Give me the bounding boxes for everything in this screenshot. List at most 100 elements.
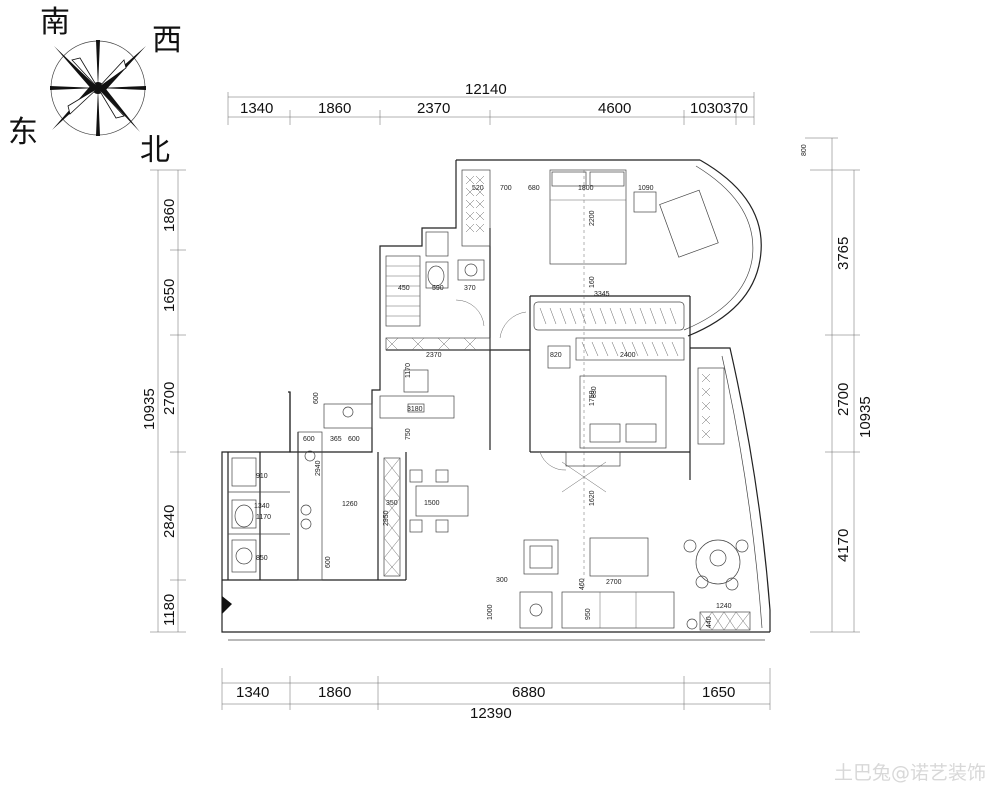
ceiling-lines bbox=[561, 170, 621, 590]
master-bed bbox=[549, 169, 627, 265]
cabinet-dining bbox=[383, 457, 401, 577]
label-820: 820 bbox=[550, 352, 562, 359]
second-bed bbox=[579, 375, 667, 449]
label-1170: 1170 bbox=[405, 363, 412, 378]
label-1240: 1240 bbox=[716, 603, 732, 610]
bottom-dim-3: 6880 bbox=[512, 684, 545, 701]
label-590: 590 bbox=[432, 285, 444, 292]
bar-counter-label: 3180 bbox=[407, 406, 423, 413]
label-1000: 1000 bbox=[487, 604, 494, 620]
bottom-dim-4: 1650 bbox=[702, 684, 735, 701]
round-tea-table bbox=[683, 539, 749, 630]
label-1340: 1340 bbox=[254, 503, 270, 510]
label-440: 440 bbox=[706, 616, 713, 628]
label-1260: 1260 bbox=[342, 501, 358, 508]
label-2700: 2700 bbox=[606, 579, 622, 586]
wardrobe-right-balcony bbox=[697, 367, 725, 445]
cabinet-bottom-right bbox=[699, 611, 751, 631]
right-dim-top: 800 bbox=[801, 144, 808, 156]
compass-west-label: 西 bbox=[152, 23, 182, 58]
top-dim-2: 1860 bbox=[318, 100, 351, 117]
cabinet-upper-row bbox=[385, 337, 491, 351]
label-160: 160 bbox=[589, 276, 596, 288]
label-700: 700 bbox=[500, 185, 512, 192]
compass-south-label: 南 bbox=[40, 5, 70, 40]
right-dim-3: 4170 bbox=[835, 529, 852, 562]
right-dim-1: 3765 bbox=[835, 237, 852, 270]
door-swings bbox=[455, 299, 567, 471]
bottom-dimension-lines bbox=[221, 668, 771, 710]
label-3345: 3345 bbox=[594, 291, 610, 298]
top-dim-5: 1030 bbox=[690, 100, 723, 117]
bottom-dim-1: 1340 bbox=[236, 684, 269, 701]
label-950: 950 bbox=[585, 608, 592, 620]
stairs bbox=[385, 255, 421, 327]
compass-rose bbox=[50, 40, 146, 136]
right-dim-2: 2700 bbox=[835, 383, 852, 416]
left-dim-1: 1860 bbox=[161, 199, 178, 232]
left-dim-2: 1650 bbox=[161, 279, 178, 312]
top-dimension-lines bbox=[227, 92, 755, 125]
sofa bbox=[561, 591, 675, 629]
left-dim-5: 1180 bbox=[161, 594, 178, 626]
bath-fixtures bbox=[231, 231, 485, 573]
dining-table bbox=[409, 469, 469, 533]
interior-dimension-labels: 700 680 1800 1090 520 2200 160 3345 590 … bbox=[254, 185, 732, 628]
bottom-total-dim: 12390 bbox=[470, 705, 512, 722]
label-600c: 600 bbox=[313, 392, 320, 404]
wardrobe-second-bedroom bbox=[575, 337, 685, 361]
label-1620: 1620 bbox=[589, 490, 596, 506]
wardrobe-middle bbox=[533, 301, 685, 331]
bottom-dim-2: 1860 bbox=[318, 684, 351, 701]
label-1170b: 1170 bbox=[256, 514, 271, 521]
left-total-dim: 10935 bbox=[141, 388, 158, 430]
label-850: 850 bbox=[256, 555, 268, 562]
label-1800: 1800 bbox=[578, 185, 594, 192]
label-2940: 2940 bbox=[315, 460, 322, 476]
label-450: 450 bbox=[398, 285, 410, 292]
top-dim-1: 1340 bbox=[240, 100, 273, 117]
label-300: 300 bbox=[496, 577, 508, 584]
label-365: 365 bbox=[330, 436, 342, 443]
label-600b: 600 bbox=[348, 436, 360, 443]
label-1750: 1750 bbox=[589, 390, 596, 406]
label-370: 370 bbox=[464, 285, 476, 292]
right-total-dim: 10935 bbox=[857, 396, 874, 438]
left-dim-3: 2700 bbox=[161, 382, 178, 415]
label-2200: 2200 bbox=[589, 210, 596, 226]
label-520: 520 bbox=[472, 185, 484, 192]
top-dim-3: 2370 bbox=[417, 100, 450, 117]
coffee-table bbox=[589, 537, 649, 577]
left-dim-4: 2840 bbox=[161, 505, 178, 538]
left-dimension-lines bbox=[150, 169, 186, 633]
desk-small bbox=[403, 191, 657, 393]
label-600d: 600 bbox=[325, 556, 332, 568]
kitchen-fixtures bbox=[297, 395, 455, 581]
entrance-marker bbox=[222, 596, 232, 614]
label-2400: 2400 bbox=[620, 352, 636, 359]
label-350: 350 bbox=[386, 500, 398, 507]
top-total-dim: 12140 bbox=[465, 81, 507, 98]
wardrobe-top-left bbox=[461, 169, 491, 247]
watermark: 土巴兔@诺艺装饰 bbox=[833, 762, 986, 784]
label-2950: 2950 bbox=[383, 510, 390, 526]
exterior-walls bbox=[221, 159, 771, 641]
label-830: 830 bbox=[591, 386, 598, 398]
top-dim-6: 370 bbox=[723, 100, 748, 117]
label-1090: 1090 bbox=[638, 185, 654, 192]
compass-north-label: 北 bbox=[140, 133, 170, 168]
armchair bbox=[523, 539, 559, 575]
right-dimension-lines bbox=[805, 137, 860, 633]
recliner-chair bbox=[659, 189, 719, 258]
label-750: 750 bbox=[405, 428, 412, 440]
label-460: 460 bbox=[579, 578, 586, 590]
tv-cabinet bbox=[519, 591, 553, 629]
label-2370: 2370 bbox=[426, 352, 442, 359]
label-910: 910 bbox=[256, 473, 268, 480]
compass-east-label: 东 bbox=[8, 115, 38, 150]
top-dim-4: 4600 bbox=[598, 100, 631, 117]
label-680: 680 bbox=[528, 185, 540, 192]
label-600a: 600 bbox=[303, 436, 315, 443]
label-1500: 1500 bbox=[424, 500, 440, 507]
